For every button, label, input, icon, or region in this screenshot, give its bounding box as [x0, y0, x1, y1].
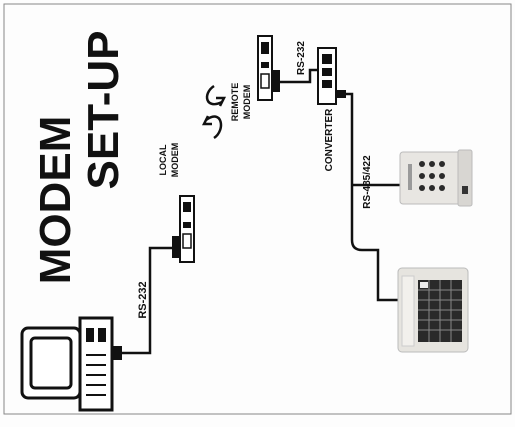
- label-remote-modem-line2: MODEM: [242, 85, 252, 120]
- label-remote-modem-line1: REMOTE: [230, 83, 240, 122]
- cable-rs232-right: [280, 68, 318, 84]
- cable-rs232-left: [122, 246, 172, 355]
- label-rs232-right: RS-232: [296, 41, 307, 75]
- keypad-terminal-icon: [397, 267, 469, 353]
- cable-rs485-bus: [346, 92, 398, 302]
- label-rs485: RS-485/422: [362, 155, 373, 209]
- remote-modem-icon: [257, 35, 280, 101]
- label-converter: CONVERTER: [324, 108, 335, 172]
- label-rs232-left: RS-232: [137, 281, 149, 318]
- controller-unit-icon: [399, 149, 473, 207]
- title-line-1: MODEM: [31, 116, 80, 285]
- title-line-2: SET-UP: [79, 31, 128, 190]
- frame-border: [3, 3, 512, 415]
- label-local-modem-line2: MODEM: [170, 143, 180, 178]
- converter-icon: [317, 47, 346, 105]
- label-local-modem-line1: LOCAL: [158, 144, 168, 175]
- computer-icon: [20, 316, 122, 412]
- local-modem-icon: [172, 195, 195, 263]
- link-arrows-icon: [201, 84, 227, 140]
